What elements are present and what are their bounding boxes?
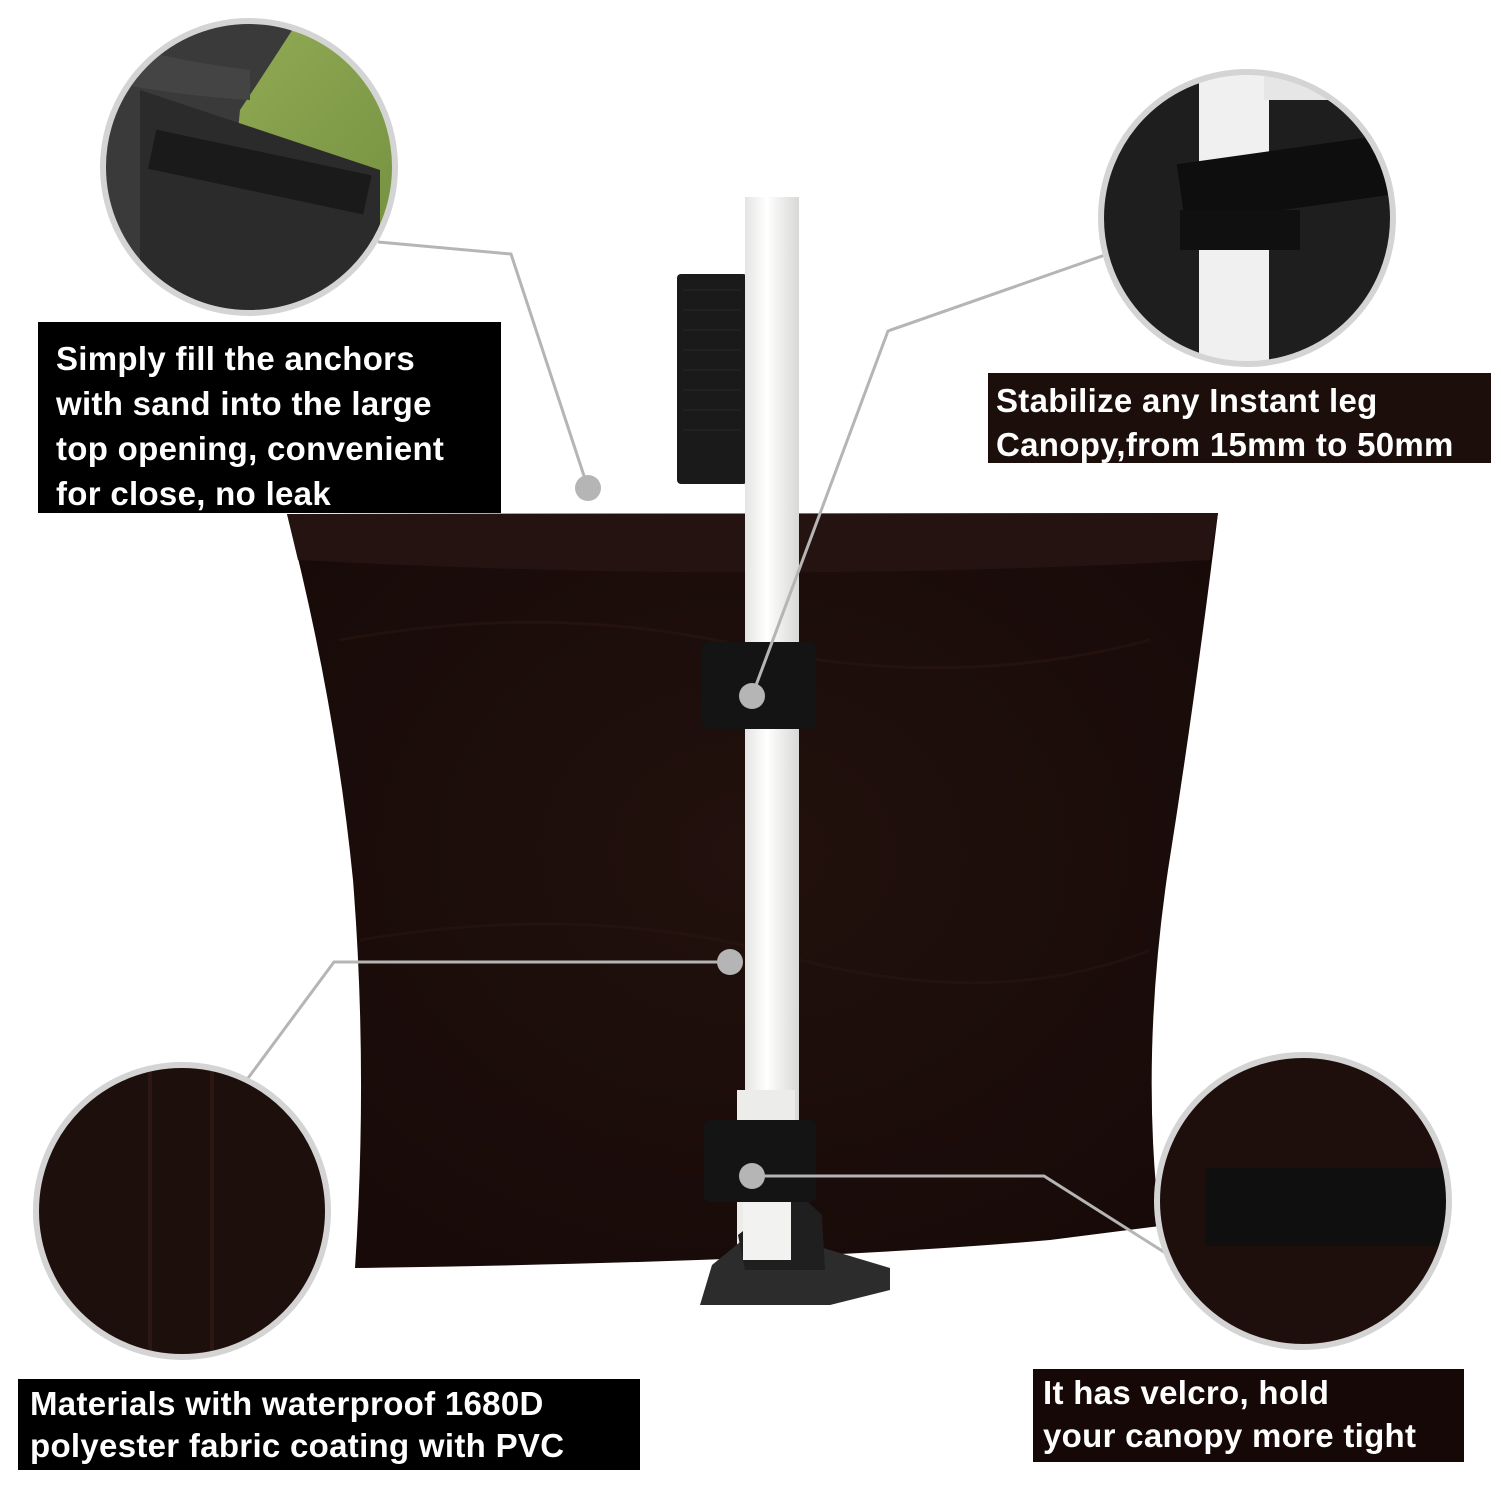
strap-weave bbox=[683, 289, 741, 431]
callout-line: Stabilize any Instant leg bbox=[996, 382, 1378, 419]
callout-line: with sand into the large bbox=[56, 385, 432, 422]
dot-fill bbox=[575, 475, 601, 501]
callout-line: for close, no leak bbox=[56, 475, 331, 512]
leader-materials bbox=[238, 960, 730, 1090]
callout-line: your canopy more tight bbox=[1043, 1417, 1417, 1454]
leader-dots bbox=[575, 475, 765, 1189]
top-velcro-strap bbox=[677, 274, 747, 484]
callout-line: Simply fill the anchors bbox=[56, 340, 415, 377]
callout-line: top opening, convenient bbox=[56, 430, 445, 467]
detail-circle-velcro bbox=[1154, 1052, 1452, 1350]
callout-line: Canopy,from 15mm to 50mm bbox=[996, 426, 1454, 463]
callout-line: It has velcro, hold bbox=[1043, 1374, 1330, 1411]
dot-materials bbox=[717, 949, 743, 975]
callout-line: Materials with waterproof 1680D bbox=[30, 1385, 544, 1422]
detail-circle-opening bbox=[100, 18, 398, 316]
lower-velcro-band bbox=[704, 1120, 816, 1202]
detail-circle-fabric bbox=[33, 1062, 331, 1360]
callout-velcro: It has velcro, hold your canopy more tig… bbox=[1033, 1369, 1464, 1462]
dot-stabilize bbox=[739, 683, 765, 709]
dot-velcro bbox=[739, 1163, 765, 1189]
leader-stabilize bbox=[750, 252, 1109, 697]
bag-fold bbox=[359, 922, 1151, 985]
callout-fill-anchors: Simply fill the anchors with sand into t… bbox=[38, 322, 501, 513]
callout-materials: Materials with waterproof 1680D polyeste… bbox=[18, 1379, 640, 1470]
pole bbox=[745, 197, 799, 1267]
callout-line: polyester fabric coating with PVC bbox=[30, 1427, 565, 1464]
leader-fill bbox=[377, 240, 590, 489]
detail-circle-pole-strap bbox=[1098, 69, 1396, 367]
callout-stabilize-leg: Stabilize any Instant leg Canopy,from 15… bbox=[988, 373, 1491, 463]
pole-foot bbox=[743, 1200, 791, 1260]
canopy-leg bbox=[700, 197, 890, 1305]
